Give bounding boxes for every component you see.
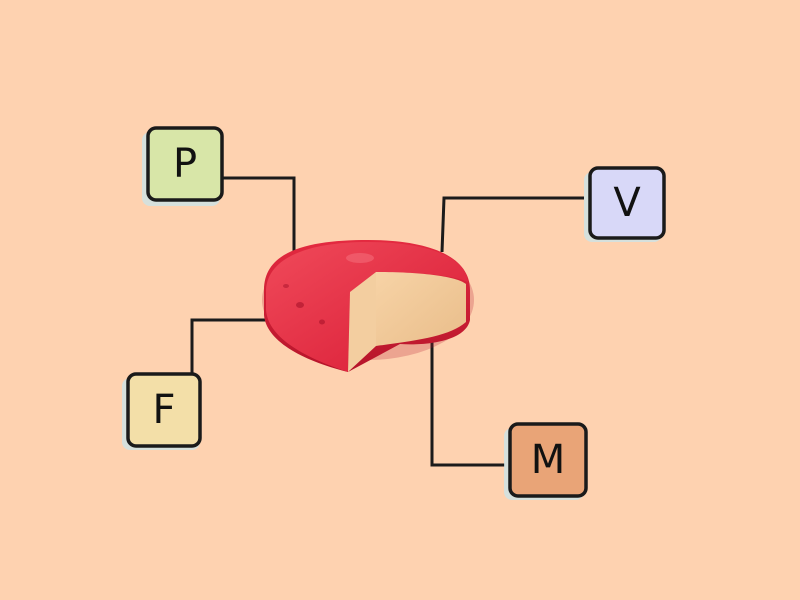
cheese-wheel-image bbox=[262, 240, 474, 372]
connector-p bbox=[222, 176, 296, 256]
node-p[interactable]: P bbox=[142, 126, 224, 206]
node-p-tile bbox=[146, 126, 224, 202]
node-m-tile bbox=[508, 422, 588, 498]
node-m-label: M bbox=[531, 437, 566, 483]
node-v-label: V bbox=[613, 180, 641, 226]
connector-v bbox=[440, 196, 584, 253]
connector-f bbox=[190, 318, 268, 378]
cheese-wax-top bbox=[266, 242, 468, 372]
cheese-cut-face-left bbox=[348, 272, 376, 372]
node-f-tile bbox=[126, 372, 202, 448]
node-f-label: F bbox=[152, 387, 175, 433]
node-p-label: P bbox=[173, 141, 197, 187]
node-v-tile bbox=[588, 166, 666, 240]
node-m[interactable]: M bbox=[504, 422, 588, 500]
node-f[interactable]: F bbox=[122, 372, 202, 450]
cheese-cut-face-right bbox=[376, 272, 466, 346]
connector-m bbox=[430, 340, 505, 467]
node-v[interactable]: V bbox=[584, 166, 666, 242]
